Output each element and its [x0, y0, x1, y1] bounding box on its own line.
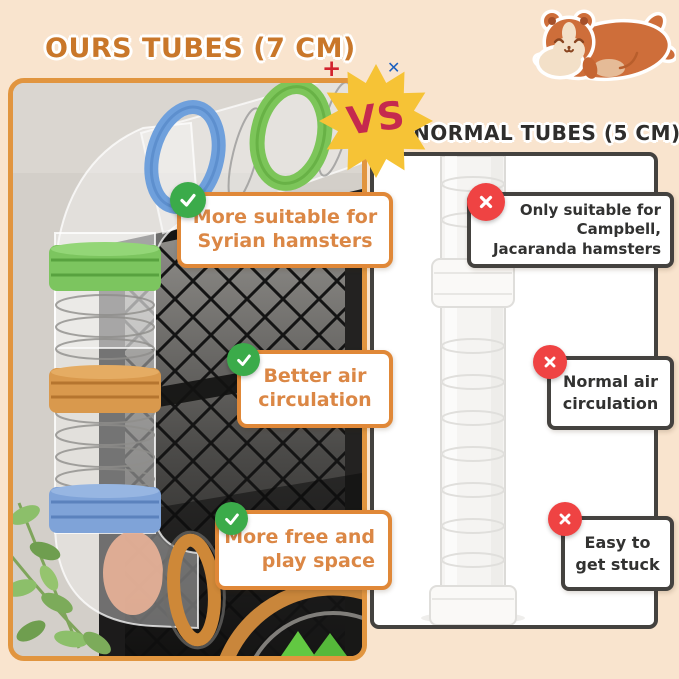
callout-line: Syrian hamsters [197, 230, 373, 252]
vs-badge: VS [318, 62, 434, 180]
check-icon [227, 343, 260, 376]
cross-sparkle-icon: ✕ [387, 58, 401, 77]
cross-icon [548, 502, 582, 536]
callout-easy-stuck: Easy to get stuck [561, 516, 674, 591]
plus-sparkle-icon: + [322, 56, 342, 82]
callout-line: play space [261, 550, 375, 572]
callout-line: Better air [263, 365, 367, 388]
callout-line: More free and [224, 526, 375, 549]
cross-icon [533, 345, 567, 379]
cross-icon [467, 183, 505, 221]
callout-line: More suitable for [192, 206, 378, 229]
hamster-mascot-illustration [524, 6, 679, 88]
callout-line: circulation [258, 389, 372, 411]
starburst-icon [318, 63, 434, 179]
callout-line: circulation [562, 394, 659, 413]
callout-line: Campbell, [576, 220, 661, 239]
callout-line: Only suitable for [519, 200, 661, 219]
callout-line: Easy to [584, 532, 651, 552]
check-icon [170, 182, 206, 218]
vs-label: VS [344, 92, 408, 144]
callout-normal-air: Normal air circulation [547, 356, 674, 430]
left-product-title: OURS TUBES (7 CM) [45, 33, 356, 64]
callout-line: Normal air [563, 372, 658, 392]
callout-more-space: More free and play space [215, 510, 392, 590]
callout-line: get stuck [575, 554, 660, 574]
callout-line: Jacaranda hamsters [492, 239, 661, 258]
callout-better-air: Better air circulation [237, 350, 393, 428]
right-product-title: NORMAL TUBES (5 CM) [413, 121, 679, 145]
callout-more-suitable: More suitable for Syrian hamsters [177, 192, 393, 268]
check-icon [215, 502, 248, 535]
